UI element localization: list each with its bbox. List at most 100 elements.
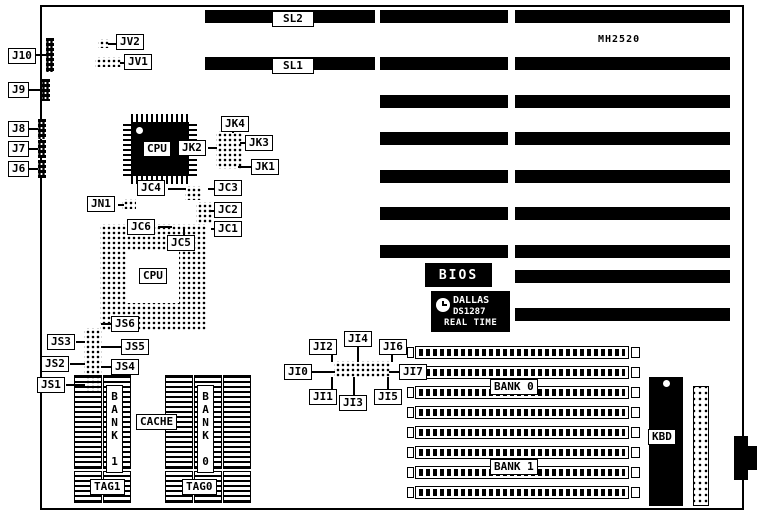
jumper-block-jc-b: [196, 202, 212, 224]
tag1-label: TAG1: [90, 479, 125, 495]
simm-clip: [631, 387, 640, 398]
jumper-block-ji: [334, 361, 390, 378]
leader-line: [357, 346, 359, 362]
qfp-pin1-marker: [136, 127, 143, 134]
rtc-chip: DALLAS DS1287 REAL TIME: [431, 291, 510, 332]
jumper-block-jn1: [122, 199, 136, 209]
simm-clip: [631, 487, 640, 498]
simm-socket-row: [415, 486, 629, 499]
memory-bank1-label: BANK 1: [490, 459, 538, 475]
jumper-label-ji3: JI3: [339, 395, 367, 411]
simm-clip: [407, 407, 414, 418]
rtc-realtime: REAL TIME: [444, 318, 498, 328]
tag0-label: TAG0: [182, 479, 217, 495]
leader-line: [34, 54, 46, 56]
jumper-label-ji5: JI5: [374, 389, 402, 405]
leader-line: [28, 89, 42, 91]
leader-line: [331, 377, 333, 390]
leader-line: [211, 210, 216, 212]
leader-line: [108, 43, 117, 45]
leader-line: [101, 323, 113, 325]
slot-label-sl2: SL2: [272, 11, 314, 27]
connector-j8: [38, 119, 46, 139]
leader-line: [389, 371, 400, 373]
expansion-slot-segment: [380, 207, 508, 220]
clock-icon: [436, 298, 450, 312]
leader-line: [28, 168, 38, 170]
jumper-label-js5: JS5: [121, 339, 149, 355]
simm-clip: [631, 467, 640, 478]
expansion-slot-segment: [515, 170, 730, 183]
jumper-label-jk3: JK3: [245, 135, 273, 151]
expansion-slot-segment: [515, 57, 730, 70]
kbd-pin-header: [693, 386, 709, 506]
expansion-slot-segment: [380, 245, 508, 258]
cache-label: CACHE: [136, 414, 178, 430]
jumper-label-jv1: JV1: [124, 54, 152, 70]
expansion-slot-segment: [380, 95, 508, 108]
simm-socket-row: [415, 406, 629, 419]
expansion-slot-segment: [515, 10, 730, 23]
leader-line: [168, 188, 186, 190]
jumper-label-jc2: JC2: [214, 202, 242, 218]
jumper-label-jc6: JC6: [127, 219, 155, 235]
motherboard-outline: [40, 5, 744, 510]
leader-line: [28, 148, 38, 150]
jumper-block-js: [84, 328, 102, 392]
jumper-block-jv2: [98, 39, 109, 48]
jumper-label-ji0: JI0: [284, 364, 312, 380]
leader-line: [211, 228, 216, 230]
simm-clip: [631, 367, 640, 378]
bios-chip: BIOS: [425, 263, 492, 287]
leader-line: [66, 384, 85, 386]
jumper-label-js3: JS3: [47, 334, 75, 350]
board-model-text: MH2520: [598, 34, 641, 45]
jumper-label-ji2: JI2: [309, 339, 337, 355]
leader-line: [118, 204, 124, 206]
connector-j10: [46, 38, 54, 72]
leader-line: [387, 377, 389, 390]
simm-clip: [407, 347, 414, 358]
kbd-label: KBD: [648, 429, 676, 445]
cache-bank1-label: BANK 1: [106, 385, 123, 473]
simm-clip: [407, 387, 414, 398]
jumper-label-ji6: JI6: [379, 339, 407, 355]
leader-line: [120, 62, 125, 64]
simm-socket-row: [415, 446, 629, 459]
simm-clip: [407, 487, 414, 498]
expansion-slot-segment: [515, 308, 730, 321]
connector-j6: [38, 160, 46, 178]
jumper-label-jk2: JK2: [178, 140, 206, 156]
leader-line: [70, 363, 85, 365]
jumper-label-jc1: JC1: [214, 221, 242, 237]
chip-label-cpu-socket: CPU: [139, 268, 167, 284]
jumper-label-j6: J6: [8, 161, 30, 177]
leader-line: [312, 371, 335, 373]
leader-line: [101, 366, 112, 368]
leader-line: [76, 341, 85, 343]
simm-clip: [631, 427, 640, 438]
jumper-label-jk1: JK1: [251, 159, 279, 175]
leader-line: [208, 188, 216, 190]
jumper-block-jk: [216, 131, 242, 169]
leader-line: [331, 354, 333, 362]
simm-clip: [631, 447, 640, 458]
connector-j7: [38, 140, 46, 158]
jumper-label-ji1: JI1: [309, 389, 337, 405]
jumper-label-j7: J7: [8, 141, 30, 157]
leader-line: [28, 128, 38, 130]
jumper-block-jv1: [95, 57, 121, 67]
expansion-slot-segment: [380, 10, 508, 23]
jumper-label-jc5: JC5: [167, 235, 195, 251]
jumper-block-jc-a: [185, 186, 201, 200]
jumper-label-ji4: JI4: [344, 331, 372, 347]
simm-socket-row: [415, 366, 629, 379]
simm-socket-row: [415, 426, 629, 439]
simm-clip: [407, 467, 414, 478]
leader-line: [183, 228, 185, 236]
leader-line: [208, 147, 217, 149]
rtc-brand: DALLAS: [453, 295, 490, 306]
slot-label-sl1: SL1: [272, 58, 314, 74]
leader-line: [101, 346, 122, 348]
simm-clip: [407, 427, 414, 438]
